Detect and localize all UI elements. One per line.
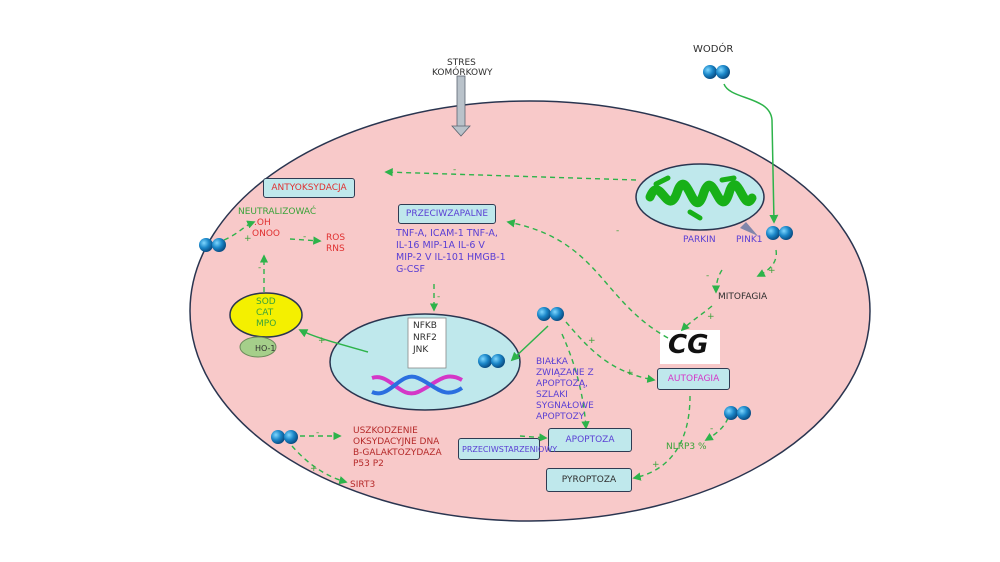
przeciwstarzeniowy-box: PRZECIWSTARZENIOWY [458,438,557,460]
ho1-ellipse [239,336,277,358]
h2-molecule-nucleus [478,354,505,368]
sign-plus: + [310,464,318,474]
arrow-mito-to-antyoksydacja [384,168,637,181]
arrow-h2-to-nlrp3 [704,417,729,441]
h2-molecule-dna [271,430,298,444]
arrow-wodor-into-cell [723,83,779,224]
sign-minus: - [710,424,714,434]
arrow-h2-to-neutralizowac [223,220,256,241]
cytokine-line-2: IL-16 MIP-1A IL-6 V [396,240,485,251]
bialka-line-3: APOPTOZĄ, [536,379,588,389]
nrf2-label: NRF2 [413,333,437,343]
oh-label: .OH [254,218,271,228]
ros-label: ROS [326,233,346,243]
antyoksydacja-box: ANTYOKSYDACJA [263,178,355,198]
uszkodzenie-line-4: P53 P2 [353,459,384,469]
mitochondrion [635,163,765,236]
h2-molecule-left [199,238,226,252]
arrow-autofagia-to-przeciwzapalne [506,219,669,339]
sign-plus: + [588,336,596,346]
rns-label: RNS [326,244,345,254]
jnk-label: JNK [413,345,429,355]
sign-minus: - [437,292,441,302]
cytokine-line-1: TNF-A, ICAM-1 TNF-A, [396,228,498,239]
antioxidant-enzymes-ellipse [229,292,303,338]
mpo-label: MPO [256,319,277,329]
sign-plus: + [707,312,715,322]
cat-label: CAT [256,308,274,318]
arrow-h2-to-nucleus [510,325,549,362]
bialka-line-5: SYGNAŁOWE [536,401,594,411]
onoo-label: ONOO [252,229,280,239]
pink1-label: PINK1 [736,235,763,245]
sign-minus: - [316,428,320,438]
sod-label: SOD [256,297,276,307]
pyroptoza-box: PYROPTOZA [546,468,632,492]
nfkb-label: NFKB [413,321,437,331]
arrow-h2-to-autofagia [565,321,656,383]
arrow-uszkodzenie-to-apoptoza [519,433,548,442]
arrow-autofagia-to-pyroptoza [632,395,691,481]
arrow-mitofagia-to-cg [680,305,713,332]
cytokine-line-4: G-CSF [396,264,425,275]
cg-backdrop [660,330,720,364]
sirt3-label: SIRT3 [350,480,376,490]
sign-minus: - [303,232,307,242]
bialka-line-1: BIAŁKA [536,357,568,367]
sign-plus: + [768,266,776,276]
bialka-line-2: ZWIĄZANE Z [536,368,594,378]
apoptoza-box: APOPTOZA [548,428,632,452]
bialka-line-4: SZLAKI [536,390,568,400]
h2-molecule-pink1 [766,226,793,240]
przeciwzapalne-box: PRZECIWZAPALNE [398,204,496,224]
komorkowy-label: KOMÓRKOWY [432,68,493,78]
h2-molecule-center [537,307,564,321]
nucleus-label-box [407,317,447,369]
arrow-nucleus-to-sod [298,329,369,353]
sign-plus: + [626,368,634,378]
sign-plus: + [244,234,252,244]
uszkodzenie-line-1: USZKODZENIE [353,426,418,436]
parkin-label: PARKIN [683,235,716,245]
cg-label: CG [668,330,709,360]
h2-molecule-wodor [703,65,730,79]
sign-minus: - [616,226,620,236]
sign-minus: - [706,271,710,281]
wodor-label: WODÓR [693,44,734,55]
stress-arrow [451,75,471,137]
arrow-parkin-to-mitofagia [711,269,723,294]
nlrp3-label: NLRP3 % [666,442,707,452]
bialka-line-6: APOPTOZY [536,412,585,422]
arrow-h2-to-bialka [561,333,590,430]
autofagia-box: AUTOFAGIA [657,368,730,390]
sign-plus: + [652,460,660,470]
arrow-pink1-to-mitofagia [756,249,777,277]
sign-minus: - [258,263,262,273]
uszkodzenie-line-2: OKSYDACYJNE DNA [353,437,440,447]
mitofagia-label: MITOFAGIA [718,292,768,302]
h2-molecule-nlrp3 [724,406,751,420]
ho1-label: HO-1 [255,344,276,353]
sign-plus: + [318,336,326,346]
cytokine-line-3: MIP-2 V IL-101 HMGB-1 [396,252,506,263]
uszkodzenie-line-3: Β-GALAKTOZYDAZA [353,448,442,458]
stres-label: STRES [447,58,476,68]
neutralizowac-label: NEUTRALIZOWAĆ [238,207,317,217]
sign-minus: - [453,165,457,175]
